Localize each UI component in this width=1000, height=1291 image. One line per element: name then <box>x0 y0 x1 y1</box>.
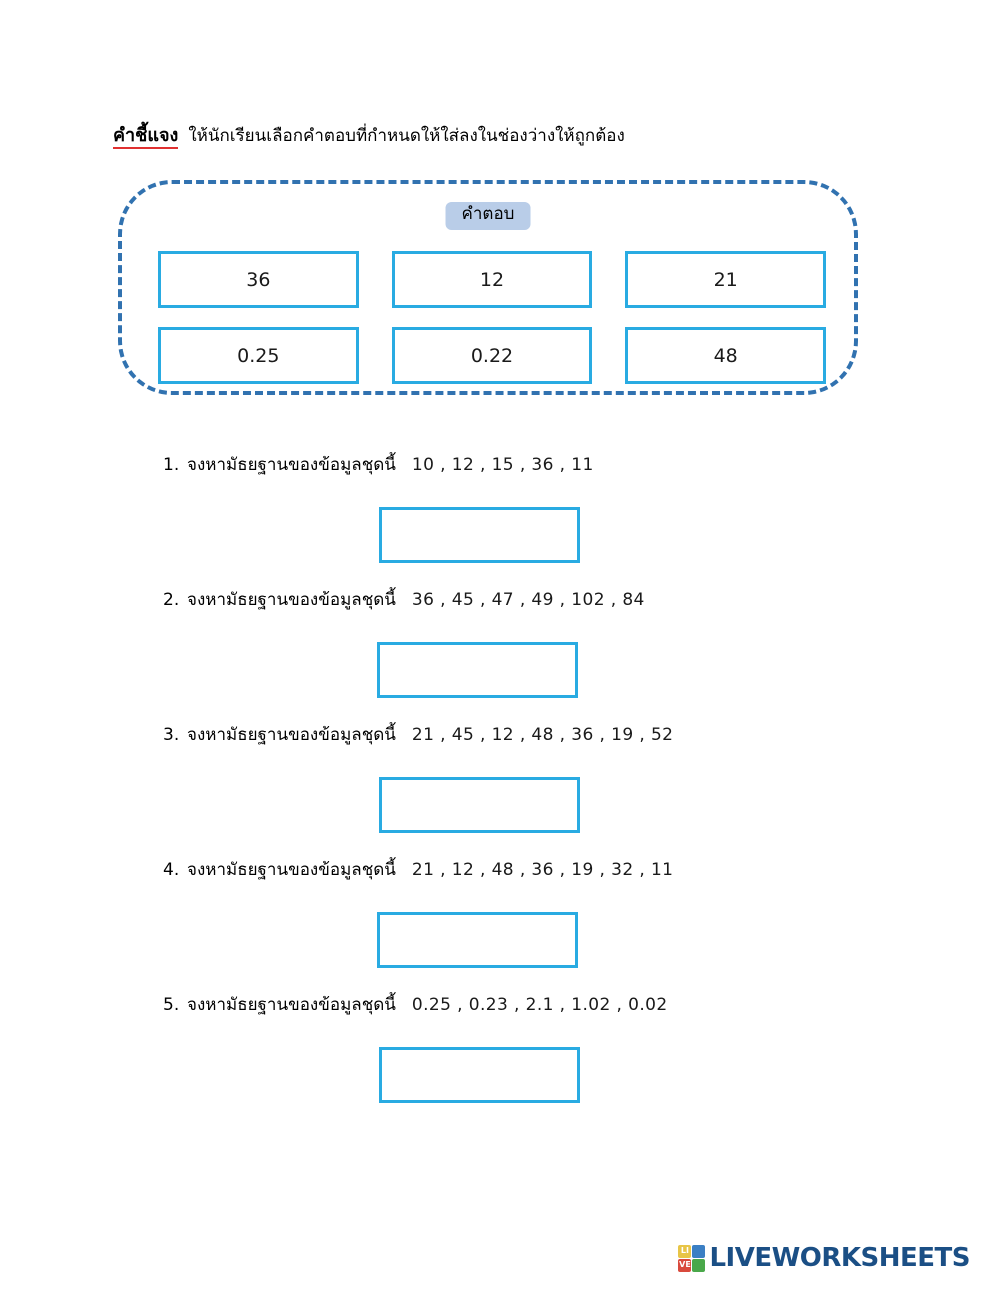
question-number: 1. <box>163 455 180 475</box>
question-block: 3. จงหามัธยฐานของข้อมูลชุดนี้ 21 , 45 , … <box>0 725 1000 860</box>
question-number: 5. <box>163 995 180 1015</box>
question-data: 0.25 , 0.23 , 2.1 , 1.02 , 0.02 <box>411 995 668 1015</box>
question-text: จงหามัธยฐานของข้อมูลชุดนี้ <box>187 725 396 745</box>
liveworksheets-wordmark: LIVEWORKSHEETS <box>709 1243 970 1273</box>
question-line: 2. จงหามัธยฐานของข้อมูลชุดนี้ 36 , 45 , … <box>163 590 645 610</box>
instruction-row: คำชี้แจง ให้นักเรียนเลือกคำตอบที่กำหนดให… <box>113 126 625 149</box>
question-text: จงหามัธยฐานของข้อมูลชุดนี้ <box>187 455 396 475</box>
question-line: 5. จงหามัธยฐานของข้อมูลชุดนี้ 0.25 , 0.2… <box>163 995 668 1015</box>
answer-input[interactable] <box>379 507 580 563</box>
answer-input[interactable] <box>377 912 578 968</box>
question-block: 2. จงหามัธยฐานของข้อมูลชุดนี้ 36 , 45 , … <box>0 590 1000 725</box>
question-block: 4. จงหามัธยฐานของข้อมูลชุดนี้ 21 , 12 , … <box>0 860 1000 995</box>
choice-box[interactable]: 0.25 <box>158 327 359 384</box>
logo-tile-ve: VE <box>678 1258 692 1272</box>
answer-bank-title: คำตอบ <box>445 202 531 230</box>
question-text: จงหามัธยฐานของข้อมูลชุดนี้ <box>187 590 396 610</box>
question-number: 2. <box>163 590 180 610</box>
question-data: 36 , 45 , 47 , 49 , 102 , 84 <box>411 590 645 610</box>
choice-box[interactable]: 12 <box>391 251 593 308</box>
instruction-label: คำชี้แจง <box>113 126 179 149</box>
logo-tile-blue <box>692 1244 706 1258</box>
choice-box[interactable]: 48 <box>625 327 826 384</box>
logo-tile-li: LI <box>678 1244 692 1258</box>
liveworksheets-logo[interactable]: LI VE LIVEWORKSHEETS <box>678 1243 970 1273</box>
choice-box[interactable]: 0.22 <box>391 327 593 384</box>
questions-list: 1. จงหามัธยฐานของข้อมูลชุดนี้ 10 , 12 , … <box>0 455 1000 1130</box>
answer-bank: คำตอบ 36 12 21 0.25 0.22 48 <box>118 180 858 395</box>
question-text: จงหามัธยฐานของข้อมูลชุดนี้ <box>187 995 396 1015</box>
answer-bank-grid: 36 12 21 0.25 0.22 48 <box>158 251 826 384</box>
question-data: 10 , 12 , 15 , 36 , 11 <box>411 455 594 475</box>
question-text: จงหามัธยฐานของข้อมูลชุดนี้ <box>187 860 396 880</box>
answer-input[interactable] <box>379 1047 580 1103</box>
choice-box[interactable]: 21 <box>625 251 826 308</box>
instruction-text: ให้นักเรียนเลือกคำตอบที่กำหนดให้ใส่ลงในช… <box>188 126 625 146</box>
question-number: 4. <box>163 860 180 880</box>
question-data: 21 , 12 , 48 , 36 , 19 , 32 , 11 <box>411 860 674 880</box>
answer-input[interactable] <box>377 642 578 698</box>
question-number: 3. <box>163 725 180 745</box>
question-line: 3. จงหามัธยฐานของข้อมูลชุดนี้ 21 , 45 , … <box>163 725 673 745</box>
answer-input[interactable] <box>379 777 580 833</box>
liveworksheets-logo-icon: LI VE <box>678 1244 706 1272</box>
question-data: 21 , 45 , 12 , 48 , 36 , 19 , 52 <box>411 725 674 745</box>
logo-tile-green <box>692 1258 706 1272</box>
choice-box[interactable]: 36 <box>158 251 359 308</box>
question-line: 1. จงหามัธยฐานของข้อมูลชุดนี้ 10 , 12 , … <box>163 455 594 475</box>
question-line: 4. จงหามัธยฐานของข้อมูลชุดนี้ 21 , 12 , … <box>163 860 673 880</box>
question-block: 5. จงหามัธยฐานของข้อมูลชุดนี้ 0.25 , 0.2… <box>0 995 1000 1130</box>
question-block: 1. จงหามัธยฐานของข้อมูลชุดนี้ 10 , 12 , … <box>0 455 1000 590</box>
